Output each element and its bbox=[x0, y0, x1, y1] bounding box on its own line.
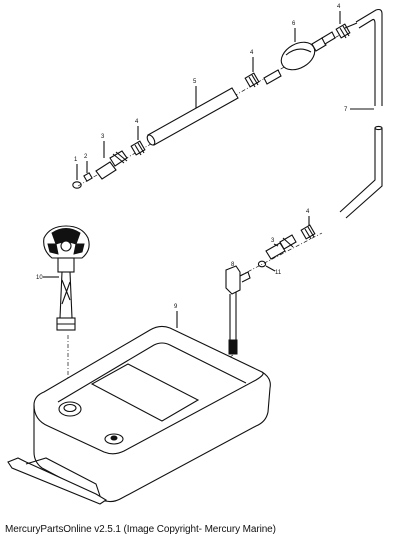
part-pickup-tube bbox=[225, 265, 251, 355]
callout-7: 7 bbox=[344, 107, 348, 113]
callout-5: 5 bbox=[193, 79, 197, 85]
callout-3-upper: 3 bbox=[101, 134, 105, 140]
part-fuel-hose bbox=[146, 87, 239, 146]
part-o-ring-lower bbox=[257, 260, 267, 268]
callout-2: 2 bbox=[84, 154, 88, 160]
part-tank-connector-lower bbox=[265, 234, 297, 260]
part-hose-clamp-a bbox=[130, 140, 146, 156]
callout-1: 1 bbox=[74, 157, 78, 163]
callout-4-a: 4 bbox=[135, 119, 139, 125]
callout-8: 8 bbox=[231, 262, 235, 268]
part-hose-clamp-b bbox=[244, 72, 260, 88]
part-tank-connector-upper bbox=[95, 150, 128, 180]
callout-3-lower: 3 bbox=[271, 238, 275, 244]
callout-11: 11 bbox=[275, 270, 282, 276]
callout-9: 9 bbox=[174, 304, 178, 310]
callout-labels: 1 2 3 4 4 5 6 4 7 4 3 8 11 10 9 bbox=[36, 4, 374, 328]
part-fuel-tank bbox=[7, 325, 271, 505]
part-seal bbox=[83, 172, 93, 182]
part-hose-clamp-d bbox=[300, 224, 316, 240]
image-caption: MercuryPartsOnline v2.5.1 (Image Copyrig… bbox=[5, 524, 276, 535]
part-fuel-line bbox=[339, 8, 383, 219]
callout-10: 10 bbox=[36, 275, 43, 281]
part-o-ring-upper bbox=[72, 181, 82, 189]
part-primer-bulb bbox=[263, 31, 336, 85]
part-fuel-gauge bbox=[43, 225, 90, 331]
callout-4-b: 4 bbox=[250, 50, 254, 56]
callout-4-c: 4 bbox=[337, 4, 341, 10]
callout-4-d: 4 bbox=[306, 209, 310, 215]
callout-6: 6 bbox=[292, 21, 296, 27]
